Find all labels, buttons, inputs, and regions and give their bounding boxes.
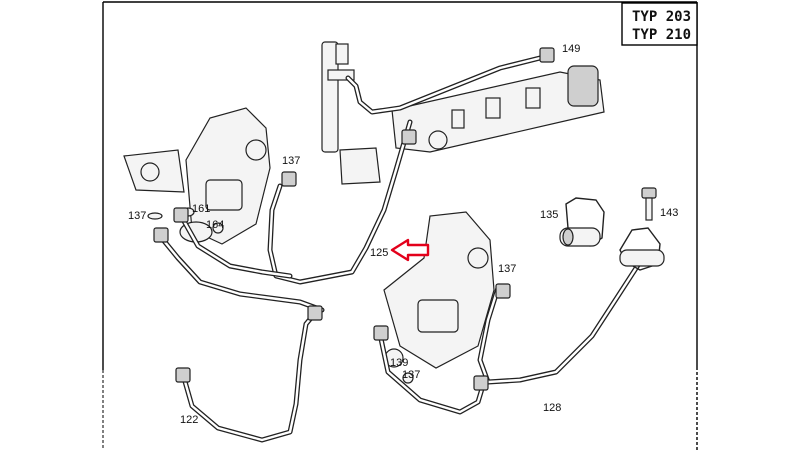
label-137-top: 137 (282, 155, 300, 167)
label-161: 161 (192, 203, 210, 215)
label-149: 149 (562, 43, 580, 55)
bracket-135 (559, 197, 605, 247)
fitting-left-lower (153, 227, 169, 243)
fuel-injector (321, 41, 381, 185)
type-box: TYP 203 TYP 210 (621, 2, 698, 46)
red-arrow-icon (390, 238, 430, 262)
pipe-clip (619, 227, 665, 271)
type-line-2: TYP 210 (632, 27, 691, 43)
fitting-rail (401, 129, 417, 145)
fitting-122 (175, 367, 191, 383)
label-143: 143 (660, 207, 678, 219)
type-line-1: TYP 203 (632, 9, 691, 25)
fitting-137-left (173, 207, 189, 223)
fitting-137-top (281, 171, 297, 187)
high-pressure-pump-left (123, 107, 271, 245)
label-122: 122 (180, 414, 198, 426)
common-rail (391, 65, 605, 153)
label-135: 135 (540, 209, 558, 221)
part-labels: 149 137 137 161 164 125 137 139 137 135 … (128, 43, 678, 426)
fitting-137-right (495, 283, 511, 299)
label-128: 128 (543, 402, 561, 414)
high-pressure-pump-right (383, 211, 495, 384)
label-137-right: 137 (498, 263, 516, 275)
diagram-frame (102, 1, 698, 450)
label-125: 125 (370, 247, 388, 259)
pressure-pipes (157, 53, 643, 443)
fittings (153, 47, 555, 391)
fitting-128-end (473, 375, 489, 391)
label-137-left: 137 (128, 210, 146, 222)
label-164: 164 (206, 219, 224, 231)
bolt-143 (641, 187, 657, 221)
label-137-bottom: 137 (402, 369, 420, 381)
fitting-right-lower (373, 325, 389, 341)
fitting-149 (539, 47, 555, 63)
label-139: 139 (390, 357, 408, 369)
fitting-mid (307, 305, 323, 321)
